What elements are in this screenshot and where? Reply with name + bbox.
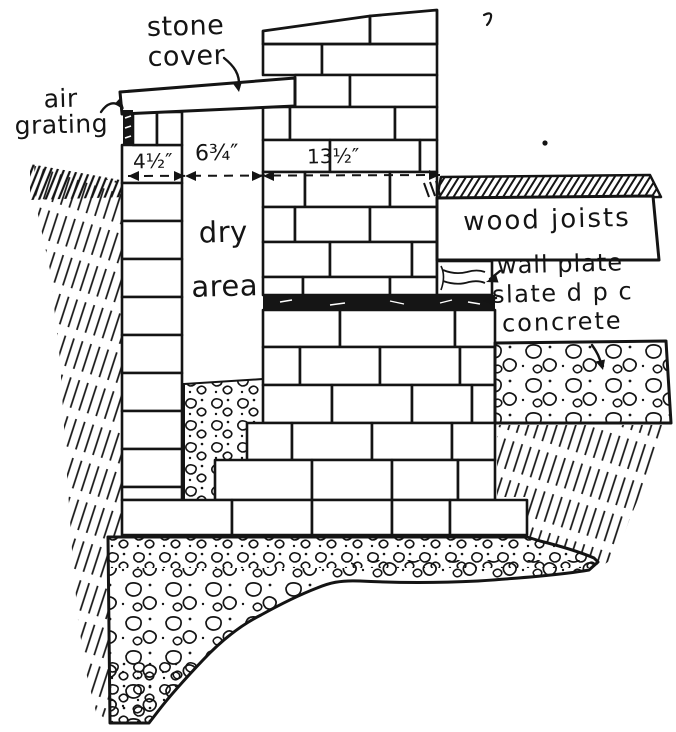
wall-plate-block [435, 259, 494, 297]
ground-surface-band [30, 164, 126, 200]
leader-arrows [99, 56, 605, 370]
concrete-floor-slab [493, 339, 673, 425]
wood-joists-box [435, 194, 661, 262]
earth-bank-right [497, 425, 669, 567]
wall-plate-label: wall plate [496, 248, 624, 280]
dimension-outer-wall: 4½″ [132, 148, 173, 174]
ink-specks [482, 12, 548, 146]
concrete-label: concrete [501, 306, 623, 338]
outer-wall-bricks [120, 143, 184, 502]
joist-gap-hatching [423, 180, 441, 198]
main-wall-bricks [120, 42, 529, 537]
wall-plate-arrow-icon [488, 269, 502, 281]
stone-cover-label: stone cover [146, 9, 226, 73]
dimension-dry-area: 6¾″ [194, 140, 239, 167]
slate-dpc-band [263, 295, 495, 310]
stone-cover-slab [118, 76, 297, 116]
foundation-concrete [106, 535, 600, 725]
dimension-main-wall: 13½″ [306, 143, 360, 169]
floorboards [435, 173, 663, 200]
dimension-line [127, 170, 441, 181]
wood-joists-label: wood joists [462, 202, 632, 238]
main-wall-top-bricks [261, 8, 439, 46]
dry-area-label: dry area [190, 214, 259, 304]
outer-wall-top-course [131, 110, 184, 147]
air-grating-vent [123, 110, 133, 146]
earth-bank-left [30, 163, 126, 722]
slate-dpc-label: slate d p c [491, 277, 634, 309]
air-grating-label: air grating [14, 83, 109, 141]
